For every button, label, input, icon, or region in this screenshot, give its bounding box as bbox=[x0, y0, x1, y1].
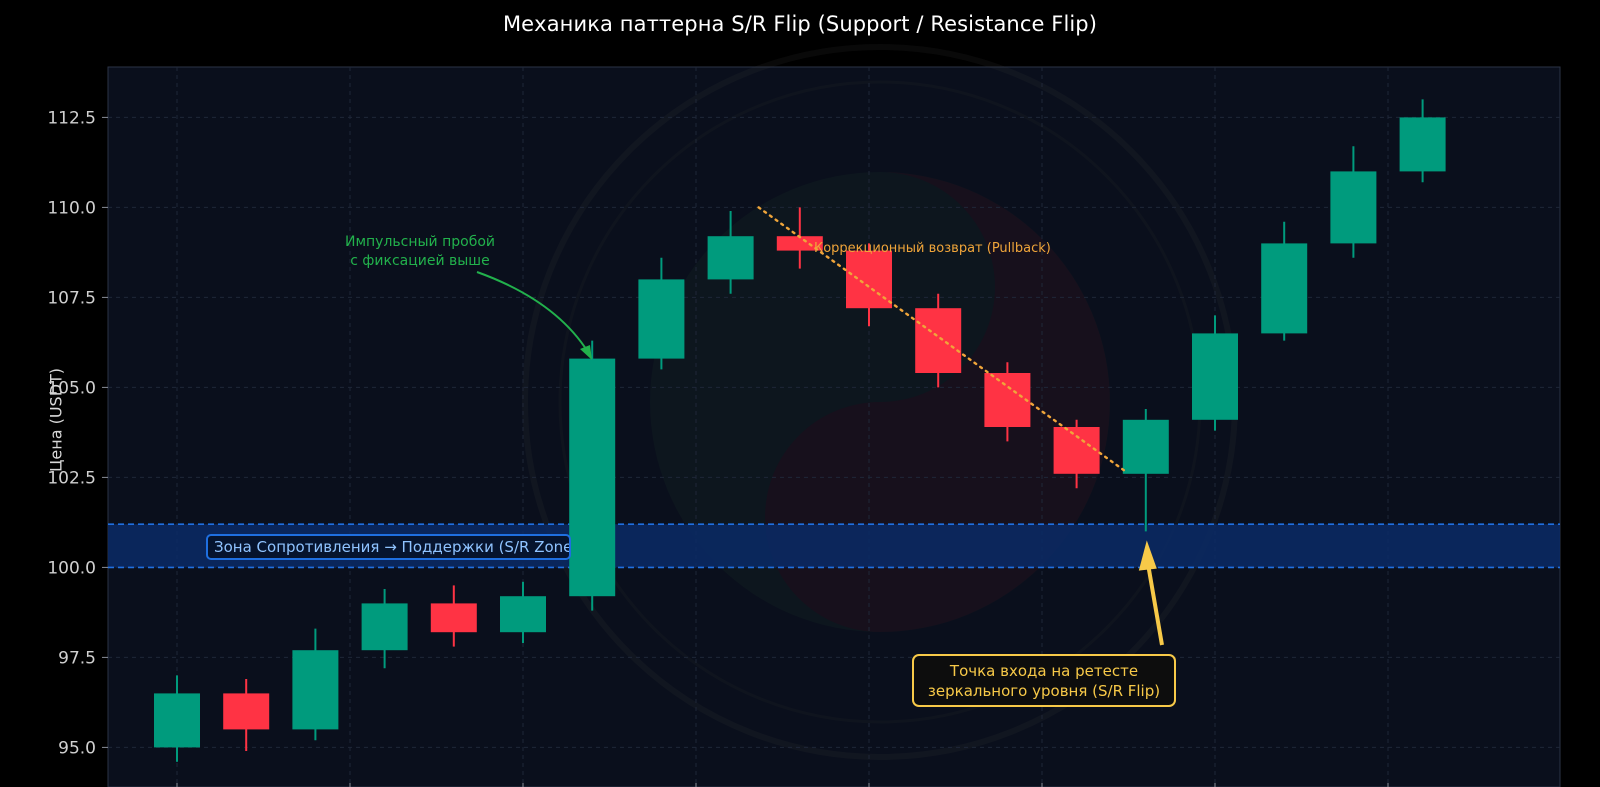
y-tick-label: 97.5 bbox=[58, 648, 96, 668]
chart-title: Механика паттерна S/R Flip (Support / Re… bbox=[502, 12, 1098, 36]
y-tick-label: 105.0 bbox=[47, 378, 96, 398]
breakout-arrow bbox=[476, 271, 589, 353]
breakout-arrowhead bbox=[580, 345, 592, 360]
entry-annotation-line1: Точка входа на ретесте bbox=[949, 662, 1139, 680]
candle-bearish bbox=[776, 236, 823, 251]
breakout-annotation-line1: Импульсный пробой bbox=[345, 234, 495, 250]
entry-annotation-box: Точка входа на ретесте зеркального уровн… bbox=[912, 654, 1176, 707]
candle-bearish bbox=[984, 373, 1031, 427]
candle-bullish bbox=[1122, 419, 1169, 474]
candle-bullish bbox=[500, 596, 546, 633]
candle-bullish bbox=[1399, 117, 1446, 172]
y-tick-label: 112.5 bbox=[47, 108, 96, 128]
entry-annotation-line2: зеркального уровня (S/R Flip) bbox=[927, 682, 1161, 700]
candle-bullish bbox=[292, 650, 339, 730]
watermark-logo bbox=[522, 44, 1238, 760]
breakout-annotation-line2: с фиксацией выше bbox=[350, 253, 489, 269]
candle-bullish bbox=[1192, 333, 1238, 420]
sr-zone-label: Зона Сопротивления → Поддержки (S/R Zone… bbox=[206, 534, 571, 560]
candle-bullish bbox=[154, 693, 200, 748]
pullback-annotation: Коррекционный возврат (Pullback) bbox=[814, 241, 1051, 256]
candle-bullish bbox=[1261, 243, 1308, 334]
candle-bullish bbox=[361, 603, 408, 651]
entry-arrow bbox=[1146, 568, 1164, 646]
y-tick-label: 95.0 bbox=[58, 738, 96, 758]
entry-arrowhead bbox=[1138, 540, 1157, 571]
candle-bearish bbox=[223, 693, 270, 730]
candle-bullish bbox=[707, 236, 754, 280]
y-tick-label: 110.0 bbox=[47, 198, 96, 218]
pullback-trend-line bbox=[757, 206, 1126, 472]
candle-bullish bbox=[638, 279, 685, 359]
y-tick-label: 107.5 bbox=[47, 288, 96, 308]
y-tick-label: 102.5 bbox=[47, 468, 96, 488]
y-axis-ticks: 95.0 97.5 100.0 102.5 105.0 107.5 110.0 112.5 bbox=[47, 108, 108, 758]
candles bbox=[154, 99, 1446, 762]
candle-bullish bbox=[1330, 171, 1377, 244]
x-axis-ticks bbox=[176, 783, 1389, 787]
candle-bearish bbox=[430, 603, 477, 633]
candle-bearish bbox=[915, 308, 962, 373]
y-tick-label: 100.0 bbox=[47, 558, 96, 578]
candle-bullish bbox=[569, 358, 616, 597]
candle-bearish bbox=[1053, 427, 1100, 474]
